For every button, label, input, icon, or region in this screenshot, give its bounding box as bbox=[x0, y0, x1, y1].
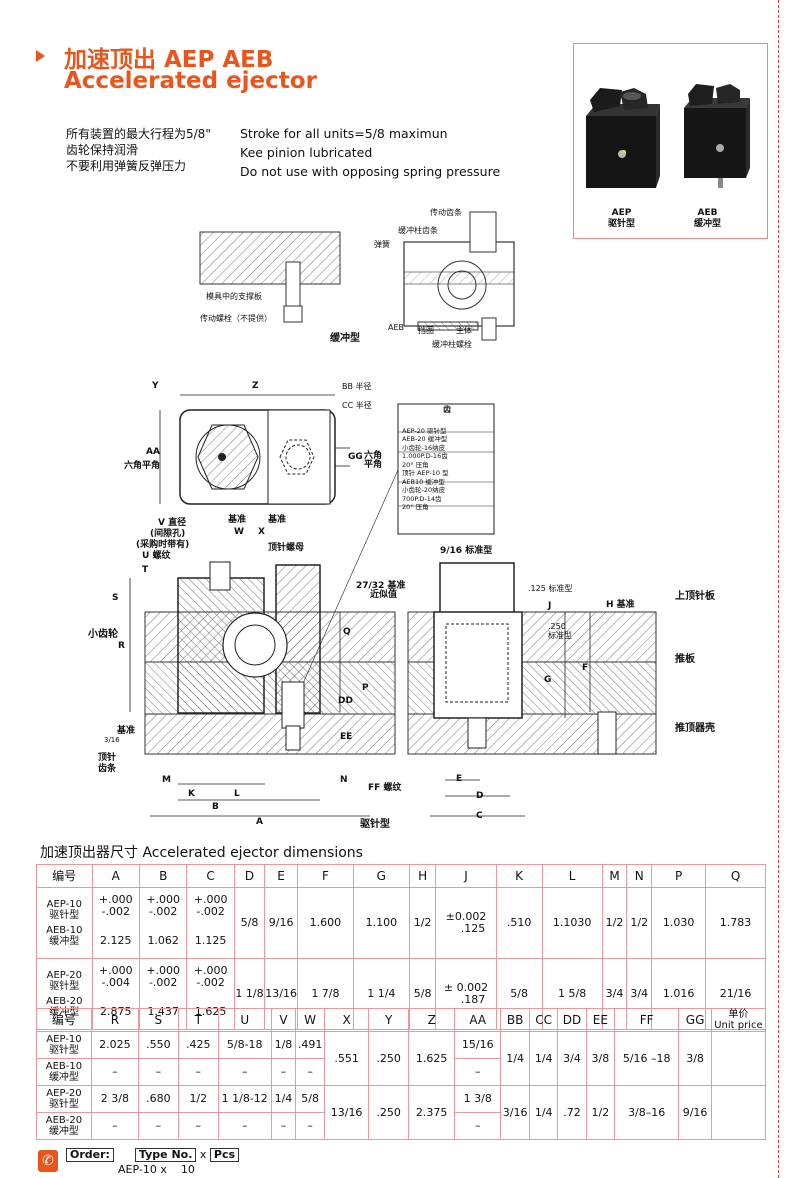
order-example-x: x bbox=[160, 1163, 167, 1176]
label-z: Z bbox=[252, 381, 259, 391]
label-w: W bbox=[234, 527, 244, 537]
label-k: K bbox=[188, 789, 195, 799]
notes-en: Stroke for all units=5/8 maximun Kee pin… bbox=[240, 124, 500, 181]
label-cc: CC 半径 bbox=[342, 401, 372, 410]
label-aeb: AEB bbox=[388, 323, 405, 332]
order-x: x bbox=[199, 1148, 207, 1161]
label-mold-support: 模具中的支撑板 bbox=[206, 292, 262, 301]
label-d: D bbox=[476, 791, 484, 801]
label-pinion: 小齿轮 bbox=[88, 629, 118, 640]
order-pcs-label: Pcs bbox=[209, 1148, 240, 1162]
label-base-1: 基准 bbox=[228, 515, 247, 525]
label-v-dia: V 直径 (间隙孔) (采购时带有) U 螺纹 bbox=[136, 518, 190, 561]
page-edge-dashed-line bbox=[778, 0, 779, 1178]
label-aa: AA bbox=[146, 447, 160, 457]
label-b: B bbox=[212, 802, 219, 812]
note-cn-3: 不要利用弹簧反弹压力 bbox=[66, 159, 187, 173]
gear-spec-box: 齿 AEP-20 驱针型 AEB-20 缓冲型 小齿轮-16纳皮 1.000P.… bbox=[402, 405, 451, 511]
label-dd: DD bbox=[338, 696, 353, 706]
label-a: A bbox=[256, 817, 263, 827]
label-hex2: 六角平角 bbox=[364, 451, 383, 470]
label-y: Y bbox=[152, 381, 159, 391]
label-drive-bolt: 传动螺栓（不提供） bbox=[200, 314, 272, 323]
table-title: 加速顶出器尺寸 Accelerated ejector dimensions bbox=[40, 845, 363, 861]
product-photo-image bbox=[586, 84, 750, 188]
label-e: E bbox=[456, 774, 463, 784]
title-arrow-icon bbox=[36, 50, 45, 62]
phone-icon: ✆ bbox=[38, 1150, 58, 1172]
label-buffer-gear: 缓冲柱齿条 bbox=[398, 226, 438, 235]
label-upper-plate: 上顶针板 bbox=[675, 591, 715, 602]
label-g: G bbox=[544, 675, 552, 685]
label-spring: 弹簧 bbox=[374, 240, 390, 249]
table2-header-row: 编号 R S T U V W X Y Z AA BB CC DD EE FF G… bbox=[36, 1008, 767, 1032]
notes-cn: 所有装置的最大行程为5/8" 齿轮保持润滑 不要利用弹簧反弹压力 bbox=[66, 126, 211, 174]
label-j: J bbox=[548, 601, 552, 611]
label-m: M bbox=[162, 775, 171, 785]
label-3-16: 3/16 bbox=[104, 736, 120, 744]
note-en-1: Stroke for all units=5/8 maximun bbox=[240, 126, 448, 141]
label-n: N bbox=[340, 775, 348, 785]
label-std-916: 9/16 标准型 bbox=[440, 546, 493, 556]
title-en: Accelerated ejector bbox=[64, 68, 317, 94]
label-t: T bbox=[142, 565, 149, 575]
label-drive-rack: 传动齿条 bbox=[430, 208, 462, 217]
label-std-125: .125 标准型 bbox=[528, 584, 573, 593]
order-label: Order: bbox=[66, 1148, 114, 1162]
label-bb: BB 半径 bbox=[342, 382, 372, 391]
label-pin-rack: 顶针齿条 bbox=[98, 753, 117, 774]
label-c: C bbox=[476, 811, 483, 821]
note-en-3: Do not use with opposing spring pressure bbox=[240, 164, 501, 179]
label-l: L bbox=[234, 789, 240, 799]
order-example-type: AEP-10 bbox=[118, 1163, 157, 1176]
title-cn: 加速顶出 AEP AEB bbox=[64, 47, 274, 73]
note-cn-1: 所有装置的最大行程为5/8" bbox=[66, 127, 211, 141]
label-f: F bbox=[582, 663, 589, 673]
label-h: H 基准 bbox=[606, 600, 635, 610]
note-cn-2: 齿轮保持润滑 bbox=[66, 143, 139, 157]
order-example-qty: 10 bbox=[180, 1163, 195, 1176]
label-stop-ring: 挡圈 bbox=[418, 326, 434, 335]
label-base-2: 基准 bbox=[268, 515, 287, 525]
label-push-plate: 推板 bbox=[675, 654, 695, 665]
order-example: AEP-10 x 10 bbox=[118, 1163, 195, 1176]
note-en-2: Kee pinion lubricated bbox=[240, 145, 373, 160]
label-r: R bbox=[118, 641, 125, 651]
label-p: P bbox=[362, 683, 369, 693]
label-x: X bbox=[258, 527, 265, 537]
label-pin-type: 驱针型 bbox=[360, 819, 390, 830]
order-type-label: Type No. bbox=[134, 1148, 197, 1162]
label-gg: GG bbox=[348, 452, 363, 462]
technical-drawing bbox=[129, 211, 657, 817]
table-row: 2.125 1.062 1.125 bbox=[37, 923, 766, 959]
label-body: 主体 bbox=[456, 326, 472, 335]
label-ff: FF 螺纹 bbox=[368, 783, 402, 793]
label-s: S bbox=[112, 593, 119, 603]
label-housing: 推顶器壳 bbox=[675, 723, 715, 734]
label-q: Q bbox=[343, 627, 351, 637]
dimension-table-2: 编号 R S T U V W X Y Z AA BB CC DD EE FF G… bbox=[36, 1008, 767, 1140]
table1-header-row: 编号 A B C D E F G H J K L M N P Q bbox=[36, 864, 766, 888]
label-pin-nut: 顶针螺母 bbox=[268, 543, 305, 553]
order-info: Order: Type No. x Pcs bbox=[66, 1148, 240, 1162]
label-buffer-type: 缓冲型 bbox=[330, 333, 360, 344]
label-approx: 27/32 基准近似值 bbox=[356, 581, 406, 600]
label-base-3: 基准 bbox=[117, 726, 136, 736]
label-buffer-bolt: 缓冲柱螺栓 bbox=[432, 340, 472, 349]
label-hex: 六角平角 bbox=[124, 461, 161, 471]
label-ee: EE bbox=[340, 732, 353, 742]
